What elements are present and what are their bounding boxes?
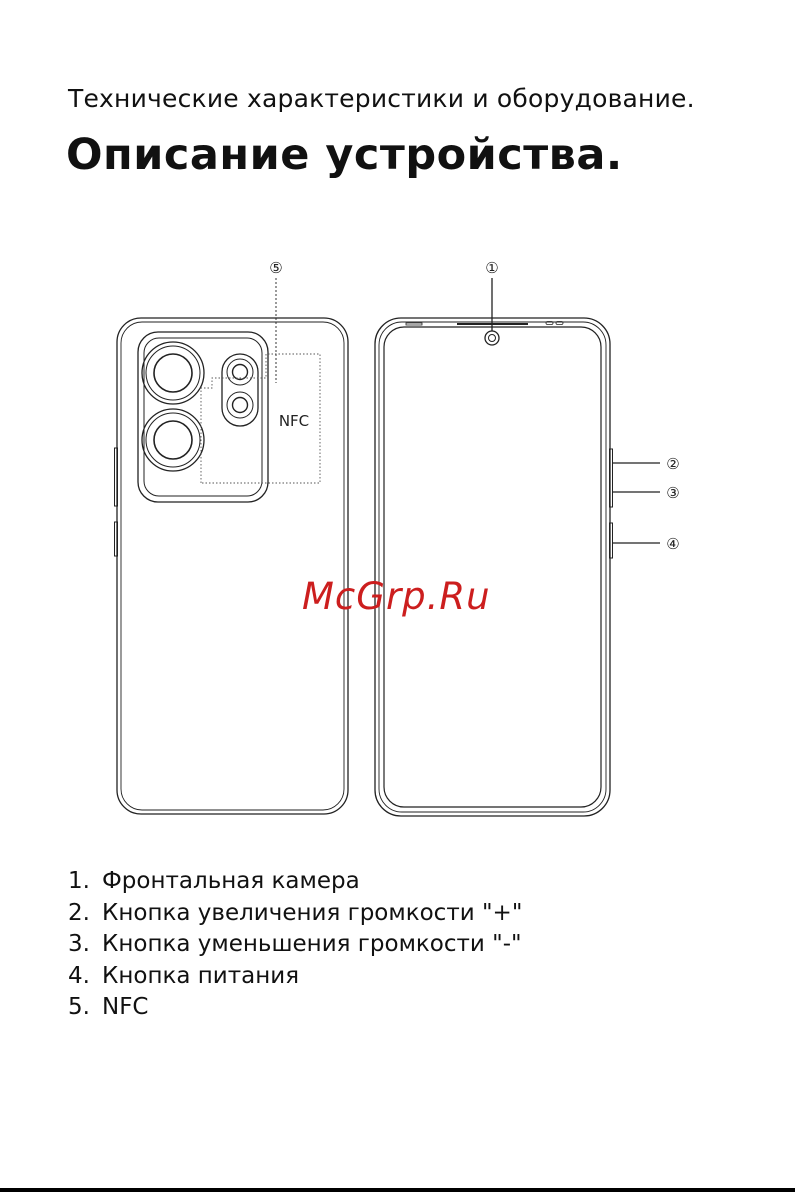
list-item-text: Кнопка уменьшения громкости "-" [102,929,522,961]
page-bottom-rule [0,1188,795,1192]
list-item-number: 2. [68,898,102,930]
list-item: 3. Кнопка уменьшения громкости "-" [68,929,522,961]
list-item: 2. Кнопка увеличения громкости "+" [68,898,522,930]
back-power-button [115,522,118,556]
list-item-text: Кнопка питания [102,961,299,993]
list-item: 1. Фронтальная камера [68,866,522,898]
phone-front: ① ② ③ ④ [375,259,680,816]
front-camera [485,331,499,345]
list-item: 5. NFC [68,992,522,1024]
callout-2: ② [666,455,679,473]
list-item: 4. Кнопка питания [68,961,522,993]
volume-buttons [610,449,613,507]
section-subtitle: Технические характеристики и оборудовани… [68,84,695,113]
list-item-number: 3. [68,929,102,961]
callout-1: ① [485,259,498,277]
page-title: Описание устройства. [66,130,623,180]
list-item-number: 5. [68,992,102,1024]
list-item-text: Фронтальная камера [102,866,360,898]
callout-5: ⑤ [269,259,282,277]
list-item-text: Кнопка увеличения громкости "+" [102,898,522,930]
list-item-text: NFC [102,992,149,1024]
device-diagram: NFC ⑤ ① ② ③ ④ [0,240,795,830]
component-list: 1. Фронтальная камера 2. Кнопка увеличен… [68,866,522,1024]
callout-3: ③ [666,484,679,502]
power-button [610,523,613,558]
camera-module [138,332,268,502]
back-volume-button [115,448,118,506]
callout-4: ④ [666,535,679,553]
list-item-number: 1. [68,866,102,898]
phone-back: NFC ⑤ [115,259,349,814]
watermark: McGrp.Ru [302,575,491,618]
nfc-label: NFC [279,412,309,430]
list-item-number: 4. [68,961,102,993]
